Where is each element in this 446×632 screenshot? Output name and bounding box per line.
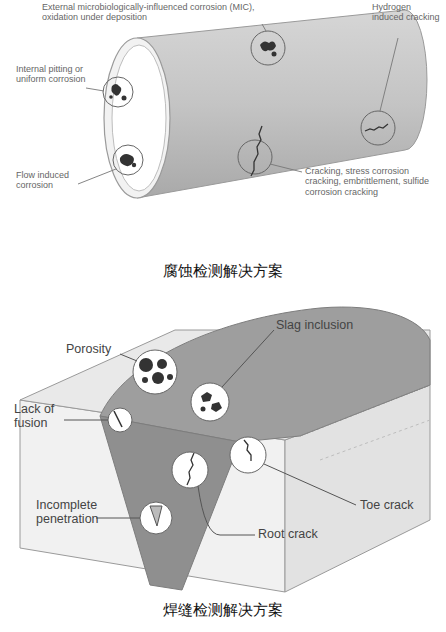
defect-label: Toe crack (360, 498, 440, 512)
callout-label: Cracking, stress corrosion cracking, emb… (305, 166, 440, 197)
defect-label: Lack of fusion (14, 402, 69, 431)
defect-label: Porosity (66, 342, 146, 356)
defect-label: Incomplete penetration (36, 498, 126, 527)
callout-label: External microbiologically-influenced co… (42, 2, 282, 23)
weld-block (20, 307, 430, 592)
defect-label: Root crack (258, 527, 348, 541)
defect-label: Slag inclusion (276, 318, 396, 332)
callout-label: Hydrogen induced cracking (372, 2, 442, 23)
figure-caption: 腐蚀检测解决方案 (0, 262, 446, 279)
figure-caption: 焊缝检测解决方案 (0, 601, 446, 618)
callout-label: Internal pitting or uniform corrosion (16, 64, 114, 85)
callout-label: Flow induced corrosion (16, 170, 86, 191)
